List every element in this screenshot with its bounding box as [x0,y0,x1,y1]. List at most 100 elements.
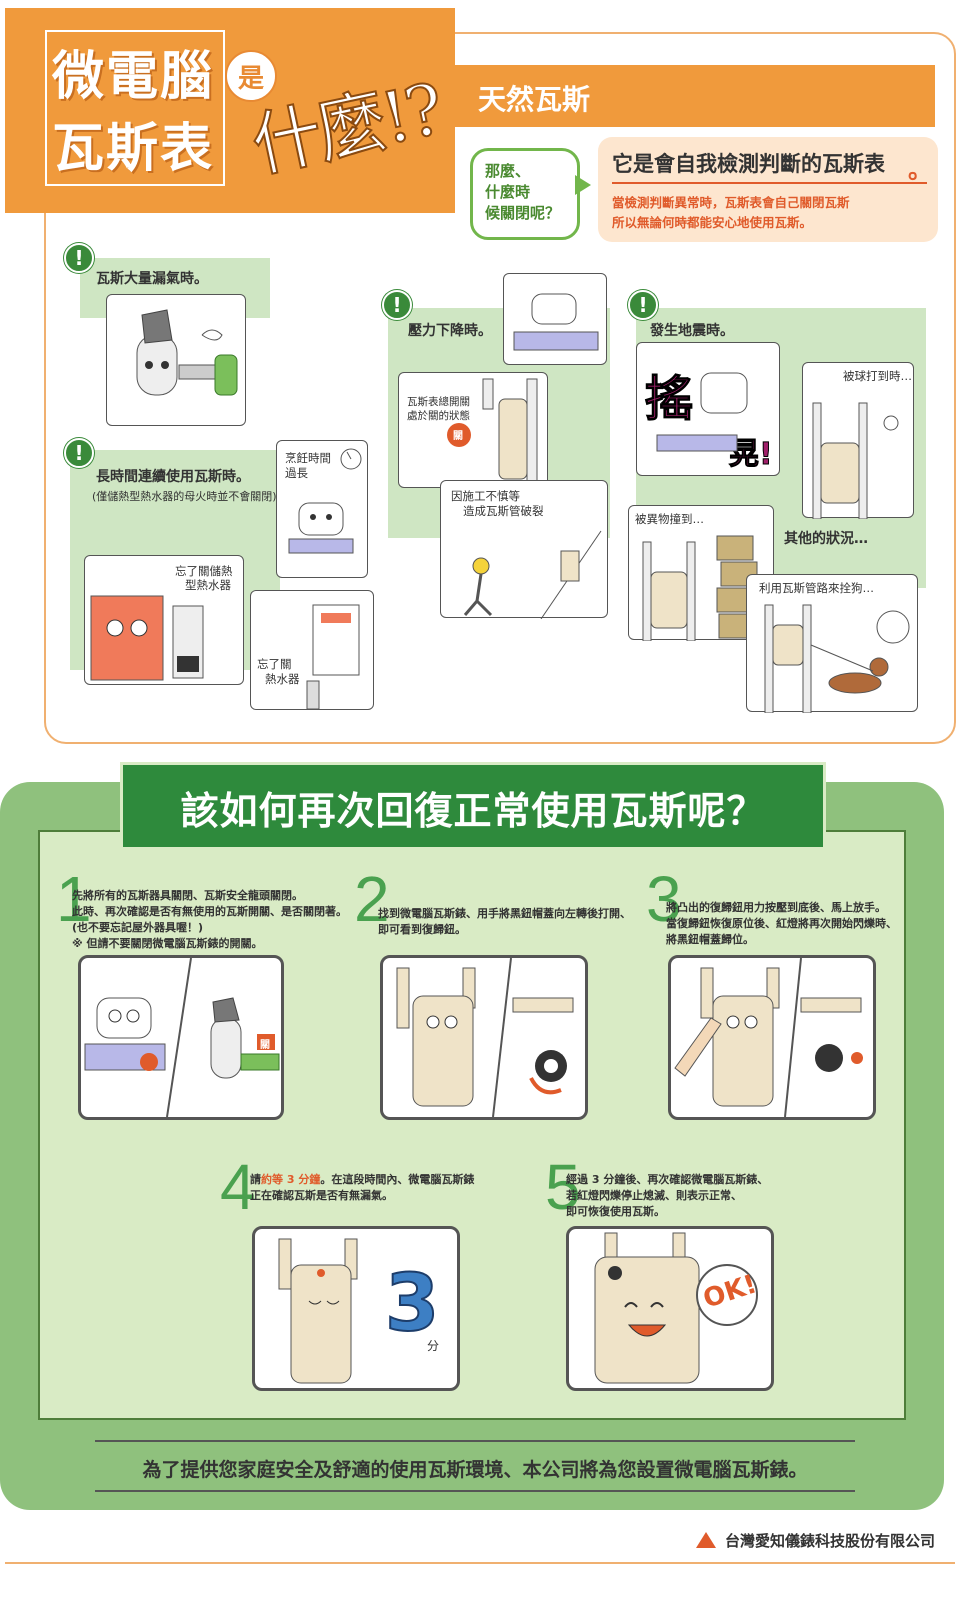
step-5-line: 若紅燈閃爍停止熄滅、則表示正常、 [566,1189,742,1202]
other-label: 其他的狀況… [784,531,868,547]
forgot-storage-1: 忘了關儲熱 [175,564,233,578]
ball-hit-label: 被球打到時… [843,369,912,383]
forgot-heater-1: 忘了關 [257,657,292,671]
footer-message: 為了提供您家庭安全及舒適的使用瓦斯環境、本公司將為您設置微電腦瓦斯錶。 [142,1459,808,1481]
step-1-panel: 關 [78,955,284,1120]
meter-state-panel: 瓦斯表總開關 處於關的狀態 關 [398,372,548,489]
ball-panel: 被球打到時… [802,362,914,519]
warning-icon: ! [64,243,94,273]
cook-long-2: 過長 [285,466,308,480]
step-3-line: 將黑鈕帽蓋歸位。 [666,933,754,946]
natural-gas-label: 天然瓦斯 [478,83,591,116]
leak-panel [106,294,246,426]
shi-bubble: 是 [225,50,277,102]
step-4-wait: 約等 3 分鐘 [261,1173,321,1186]
long-use-label: 長時間連續使用瓦斯時。 [96,469,250,485]
answer-sub-1: 當檢測判斷異常時，瓦斯表會自己關閉瓦斯 [612,195,850,210]
step-1-line: 先將所有的瓦斯器具關閉、瓦斯安全龍頭關閉。 [72,889,303,902]
company-logo-icon [695,1532,716,1548]
meter-state-1: 瓦斯表總開關 [407,396,470,408]
step-3-number: 3 [646,863,682,935]
dog-panel: 利用瓦斯管路來拴狗… 太郎 [746,574,918,713]
forgot-storage-2: 型熱水器 [185,578,231,592]
step-3-line: 當復歸鈕恢復原位後、紅燈將再次開始閃爍時、 [666,917,897,930]
bottom-border-line [5,1562,955,1564]
step-1-number: 1 [56,863,92,935]
long-use-note: (僅儲熱型熱水器的母火時並不會關閉) [92,490,277,503]
object-hit-label: 被異物撞到… [635,512,704,526]
ball-illustration [812,402,899,519]
step-4-number: 4 [220,1151,256,1223]
forgot-heater-2: 熱水器 [265,672,300,686]
answer-title: 它是會自我檢測判斷的瓦斯表 [612,152,885,176]
step-1-tag: 關 [260,1040,270,1051]
step-5-panel: OK! [566,1226,774,1391]
question-bubble-tail [575,175,591,195]
answer-panel [598,137,938,242]
company-name-text: 台灣愛知儀錶科技股份有限公司 [724,1532,935,1550]
construction-1: 因施工不慎等 [451,489,520,503]
footer-line-bottom [95,1490,855,1492]
footer-line-top [95,1440,855,1442]
step-4-unit: 分 [427,1339,440,1353]
step-5-line: 即可恢復使用瓦斯。 [566,1205,665,1218]
question-line-2: 什麼時 [485,183,531,201]
storage-heater-illustration [90,595,204,681]
step-2-text: 找到微電腦瓦斯錶、用手將黑鈕帽蓋向左轉後打開、 即可看到復歸鈕。 [378,906,638,938]
step-4-line-2: 正在確認瓦斯是否有無漏氣。 [250,1189,393,1202]
step-4-panel: 3 分 [252,1226,460,1391]
step-2-illustration [396,957,574,1118]
leak-label: 瓦斯大量漏氣時。 [96,271,208,287]
meter-state-2: 處於關的狀態 [407,410,470,422]
dog-tie-label: 利用瓦斯管路來拴狗… [759,581,874,595]
answer-sub-2: 所以無論何時都能安心地使用瓦斯。 [612,215,813,230]
step-3-line: 將凸出的復歸鈕用力按壓到底後、馬上放手。 [666,901,886,914]
earthquake-label: 發生地震時。 [650,323,734,339]
dog-illustration [764,604,910,713]
construction-2: 造成瓦斯管破裂 [463,504,544,518]
shake-text-1: 搖 [644,371,694,428]
step-5-line: 經過 3 分鐘後、再次確認微電腦瓦斯錶、 [566,1173,769,1186]
answer-underline [612,182,927,184]
step-4-text: 請約等 3 分鐘。在這段時間內、微電腦瓦斯錶 正在確認瓦斯是否有無漏氣。 [250,1172,500,1204]
question-line-3: 候關閉呢？ [485,204,561,222]
leak-illustration [136,309,238,396]
water-heater-illustration [306,604,360,710]
pressure-label: 壓力下降時。 [408,323,492,339]
pot-panel [503,273,607,365]
step-5-text: 經過 3 分鐘後、再次確認微電腦瓦斯錶、 若紅燈閃爍停止熄滅、則表示正常、 即可… [566,1172,826,1220]
title-inner-border [45,30,225,186]
title-box [5,8,455,213]
pot-illustration [513,293,599,351]
step-5-illustration [594,1232,758,1384]
step-1-text: 先將所有的瓦斯器具關閉、瓦斯安全龍頭關閉。 此時、再次確認是否有無使用的瓦斯開關… [72,888,362,952]
cook-long-1: 烹飪時間 [285,451,331,465]
cooking-panel: 烹飪時間 過長 [276,440,368,578]
step-3-panel [668,955,876,1120]
object-illustration [642,535,758,641]
natural-gas-band [455,65,935,127]
title-line-2: 瓦斯表 [52,119,215,179]
warning-icon: ! [64,438,94,468]
step-3-illustration [674,957,863,1118]
step-3-text: 將凸出的復歸鈕用力按壓到底後、馬上放手。 當復歸鈕恢復原位後、紅燈將再次開始閃爍… [666,900,926,948]
step-4-pre: 請 [250,1173,261,1186]
question-line-1: 那麼、 [485,162,531,180]
step-2-number: 2 [354,863,390,935]
shake-illustration [656,372,748,452]
step-2-panel [380,955,588,1120]
question-bubble: 那麼、 什麼時 候關閉呢？ [470,148,580,240]
title-line-1: 微電腦 [52,47,215,107]
step-1-line: 此時、再次確認是否有無使用的瓦斯開關、是否關閉著。 [72,905,347,918]
answer-dot: 。 [908,156,932,184]
warning-icon: ! [628,290,658,320]
warning-icon: ! [382,290,412,320]
construction-illustration [463,530,602,619]
construction-panel: 因施工不慎等 造成瓦斯管破裂 [440,480,608,619]
recovery-banner [120,762,826,850]
close-tag: 關 [453,431,463,442]
step-4-post: 。在這段時間內、微電腦瓦斯錶 [320,1173,475,1186]
step-1-line: (也不要忘記屋外器具喔！) [72,921,204,934]
storage-heater-panel: 忘了關儲熱 型熱水器 [84,555,244,685]
water-heater-panel: 忘了關 熱水器 [250,590,374,710]
